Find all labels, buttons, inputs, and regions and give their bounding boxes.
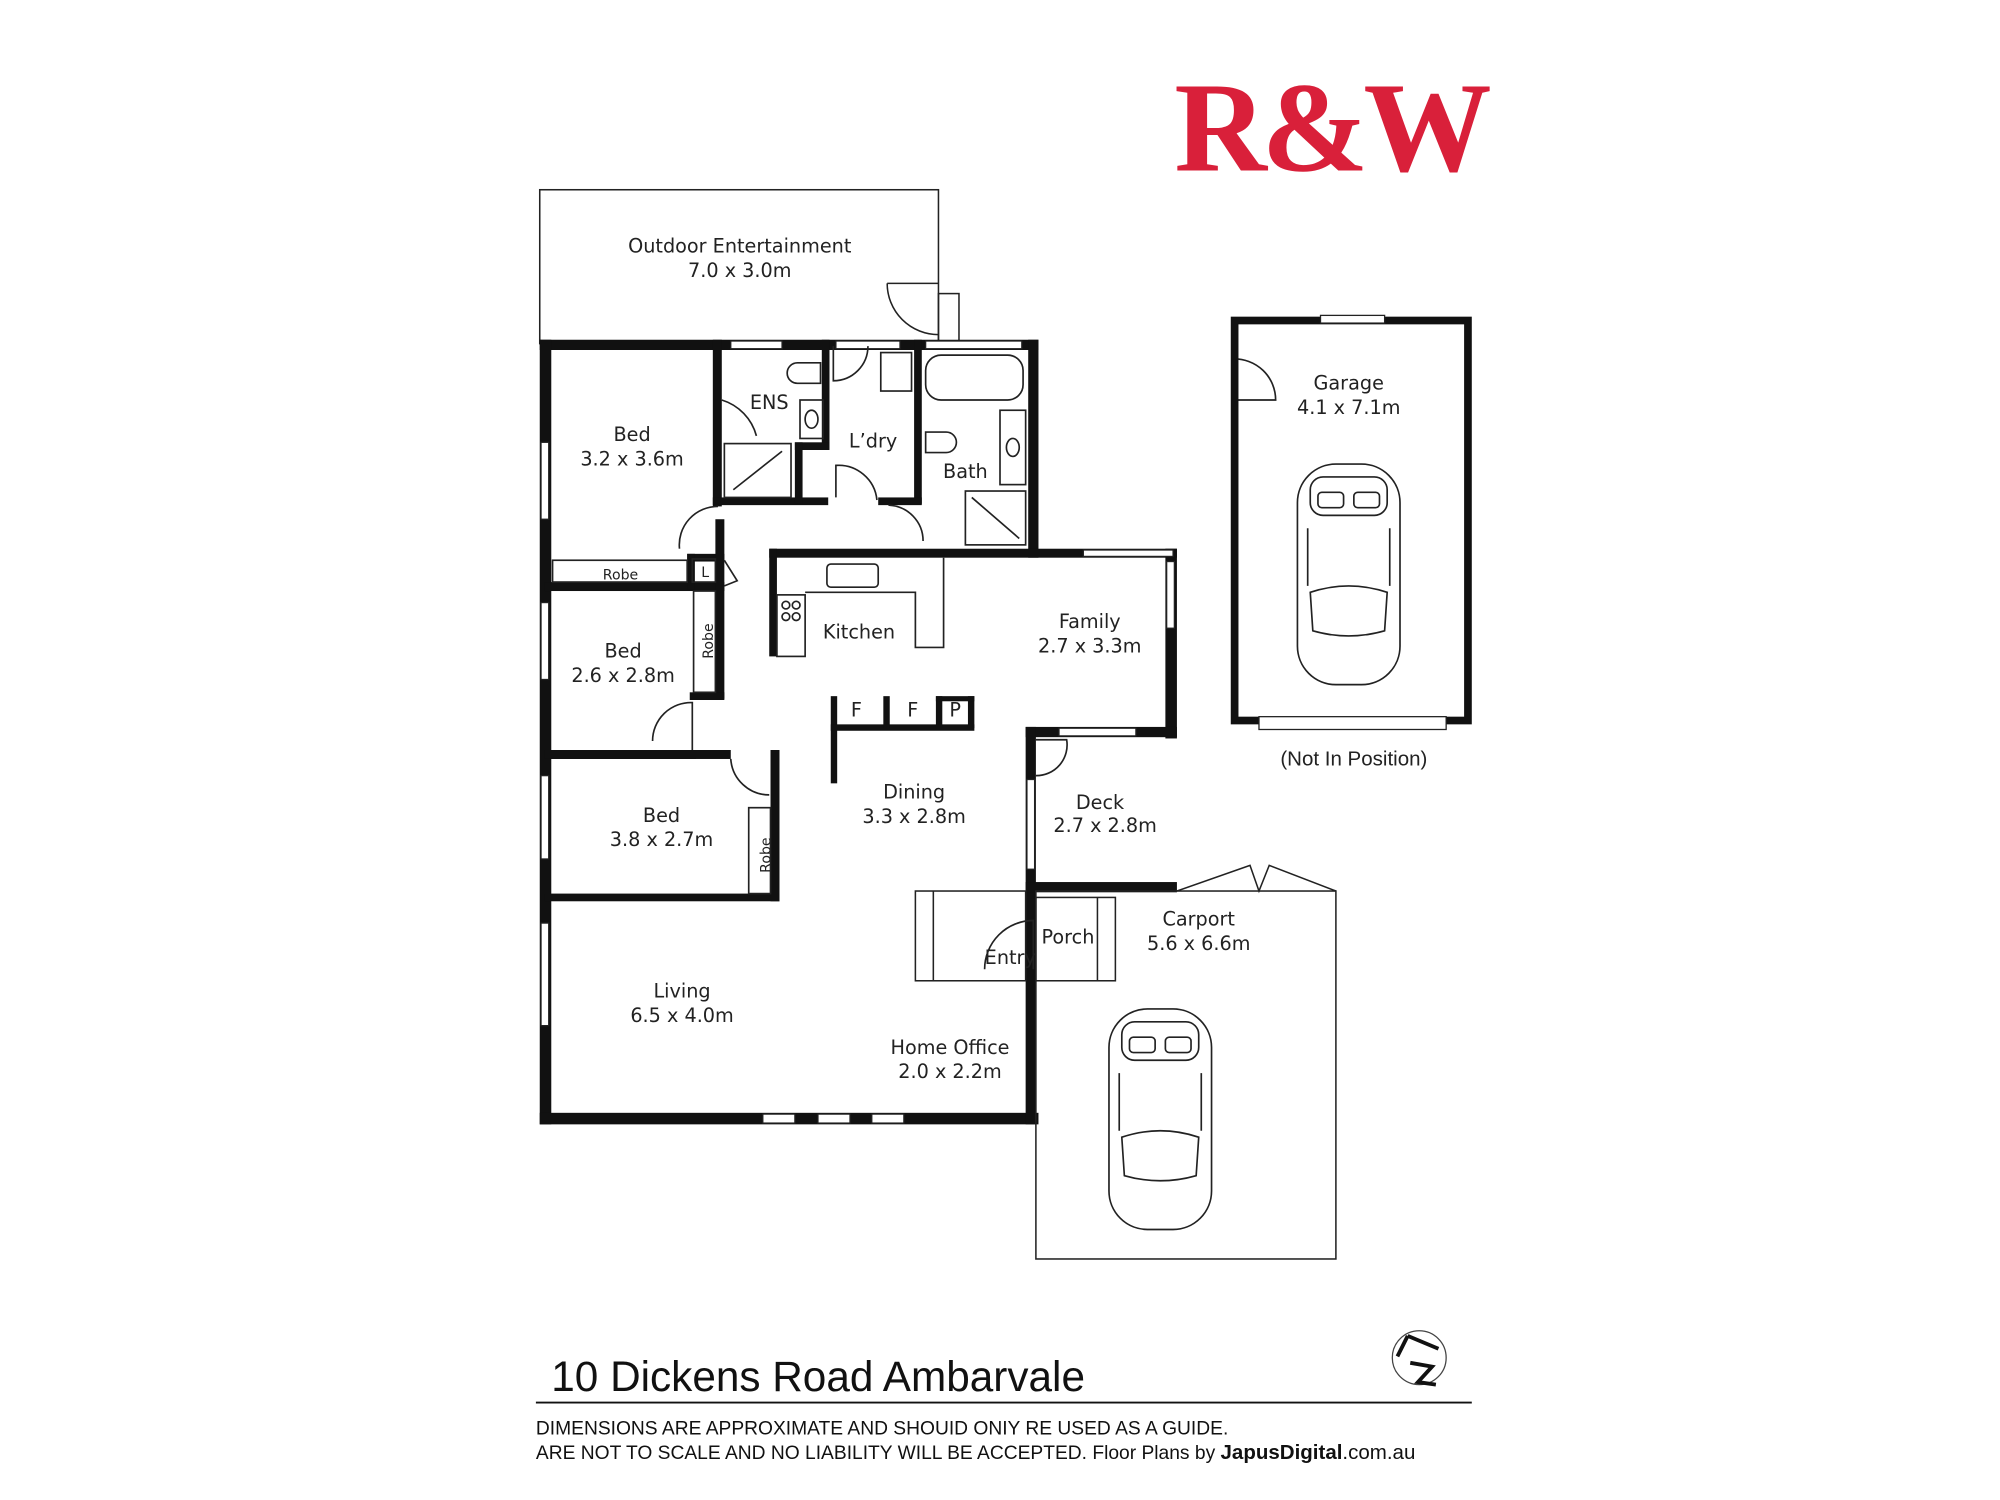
room-name: L bbox=[701, 565, 709, 581]
doors bbox=[651, 346, 1277, 970]
room-labels: Outdoor Entertainment 7.0 x 3.0m Bed 3.2… bbox=[571, 235, 1427, 1084]
room-name: Bed bbox=[604, 640, 641, 663]
room-name: Carport bbox=[1162, 908, 1235, 931]
room-name: Robe bbox=[759, 837, 775, 872]
fixtures bbox=[551, 351, 1027, 895]
room-name: P bbox=[949, 699, 961, 722]
room-name: Bed bbox=[613, 423, 650, 446]
disclaimer-line-2: ARE NOT TO SCALE AND NO LIABILITY WILL B… bbox=[536, 1441, 1415, 1464]
room-size: 7.0 x 3.0m bbox=[688, 259, 791, 282]
room-name: Entry bbox=[985, 946, 1036, 969]
room-size: 4.1 x 7.1m bbox=[1297, 396, 1400, 419]
windows bbox=[540, 340, 1175, 1124]
room-size: 5.6 x 6.6m bbox=[1147, 932, 1250, 955]
room-name: ENS bbox=[750, 391, 789, 414]
room-name: F bbox=[907, 699, 918, 722]
room-size: 2.7 x 3.3m bbox=[1038, 635, 1141, 658]
room-name: Family bbox=[1059, 610, 1121, 633]
room-name: Bath bbox=[943, 460, 988, 483]
garage-note: (Not In Position) bbox=[1280, 747, 1427, 770]
room-name: Porch bbox=[1042, 926, 1095, 949]
room-size: 2.0 x 2.2m bbox=[898, 1060, 1001, 1083]
room-name: Home Office bbox=[891, 1036, 1010, 1059]
brand-logo: R&W bbox=[1174, 57, 1490, 199]
room-name: Garage bbox=[1314, 372, 1384, 395]
property-address: 10 Dickens Road Ambarvale bbox=[551, 1353, 1085, 1400]
car-icon bbox=[1296, 463, 1401, 686]
disclaimer-line-1: DIMENSIONS ARE APPROXIMATE AND SHOUID ON… bbox=[536, 1419, 1228, 1440]
room-size: 6.5 x 4.0m bbox=[630, 1004, 733, 1027]
room-size: 3.3 x 2.8m bbox=[862, 805, 965, 828]
room-name: Robe bbox=[701, 623, 717, 658]
room-name: Living bbox=[653, 979, 710, 1002]
room-size: 2.7 x 2.8m bbox=[1053, 814, 1156, 837]
room-size: 2.6 x 2.8m bbox=[571, 664, 674, 687]
room-size: 3.8 x 2.7m bbox=[610, 828, 713, 851]
car-icon bbox=[1108, 1008, 1213, 1231]
room-name: Robe bbox=[603, 567, 638, 583]
carport-area bbox=[1035, 864, 1337, 1260]
room-name: F bbox=[851, 699, 862, 722]
room-name: Deck bbox=[1076, 791, 1125, 814]
garage-structure bbox=[1230, 314, 1472, 731]
room-size: 3.2 x 3.6m bbox=[580, 447, 683, 470]
room-name: Outdoor Entertainment bbox=[628, 235, 852, 258]
room-name: Kitchen bbox=[823, 620, 895, 643]
north-arrow-icon bbox=[1391, 1330, 1447, 1387]
room-name: L’dry bbox=[849, 429, 897, 452]
room-name: Bed bbox=[643, 804, 680, 827]
room-name: Dining bbox=[883, 781, 945, 804]
